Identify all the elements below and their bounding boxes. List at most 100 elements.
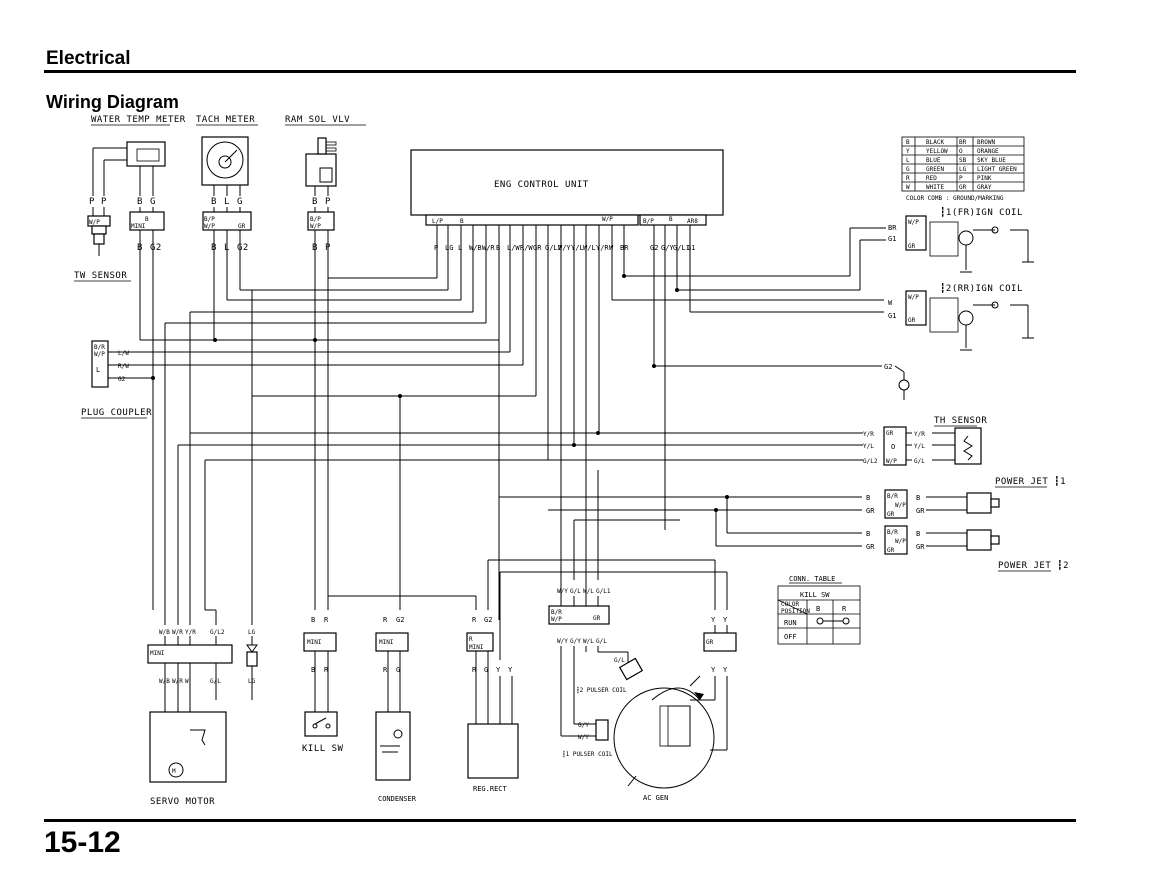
water-temp-meter-label: WATER TEMP METER — [91, 115, 186, 125]
wire-label: B — [137, 197, 143, 207]
ecu-pin: B — [496, 244, 500, 252]
wire-label: G1 — [888, 235, 896, 243]
tach-meter — [201, 136, 249, 196]
wire-label: W/Y — [557, 638, 568, 645]
ecu-pin: W/L — [583, 244, 596, 252]
color-name: LIGHT GREEN — [977, 166, 1017, 173]
ecu-pin: W/Y — [558, 244, 571, 252]
ignition-coil-1: BR G1 W/P GR — [888, 215, 1034, 273]
motor-mark: M — [172, 768, 176, 775]
wire-label: G2 — [884, 363, 892, 371]
conn-table-hdr: COLOR — [781, 601, 799, 608]
wire-label: BR — [888, 224, 897, 232]
wire-label: G — [237, 197, 243, 207]
connector-mark: B/P — [310, 216, 321, 223]
ram-sol-valve — [305, 137, 337, 196]
wire-label: G/L — [614, 657, 625, 664]
color-name: BROWN — [977, 139, 995, 146]
conn-table-hdr: POSITION — [781, 608, 810, 615]
connector-mark: W/P — [895, 538, 906, 545]
wire-label: G/Y — [570, 638, 581, 645]
connector-mark: W/P — [89, 219, 100, 226]
ecu-pin: W/B — [469, 244, 482, 252]
color-name: YELLOW — [926, 148, 948, 155]
wire-label: LG — [248, 629, 256, 636]
pulser-2-label: ┇2 PULSER COIL — [576, 686, 627, 694]
color-code: P — [959, 175, 963, 182]
section-header: Electrical — [46, 48, 131, 69]
ecu-pin: LG — [445, 244, 453, 252]
color-name: GRAY — [977, 184, 992, 191]
sensor-mark: O — [891, 443, 895, 451]
servo-motor-label: SERVO MOTOR — [150, 797, 215, 807]
wire-label: Y/R — [914, 431, 925, 438]
ecu-pin: GR — [533, 244, 542, 252]
ecu-pin: G/L2 — [545, 244, 562, 252]
wire-label: G/L — [570, 588, 581, 595]
color-code: L — [906, 157, 910, 164]
pulser-coil-2: G/L ┇2 PULSER COIL — [576, 657, 644, 694]
ecu-conn-label: B — [460, 218, 464, 225]
wire-label: GR — [866, 543, 875, 551]
color-name: WHITE — [926, 184, 944, 191]
conn-table: CONN. TABLE KILL SW COLOR POSITION B R R… — [777, 575, 861, 645]
wire-label: Y/R — [185, 629, 196, 636]
power-jet-2: B GR B/R W/P GR B GR — [866, 525, 1000, 555]
plug-coupler: B/R W/P L L/W R/W G2 — [91, 340, 129, 388]
wire-label: L — [224, 197, 230, 207]
conn-table-col: R — [842, 605, 847, 613]
ecu-pin: G1 — [687, 244, 695, 252]
connector-mark: W/P — [886, 458, 897, 465]
wire-label: G2 — [237, 243, 249, 253]
wire-label: G/L2 — [863, 458, 878, 465]
tach-connector: B/P W/P GR — [202, 207, 252, 231]
wire-label: W/Y — [557, 588, 568, 595]
connector-mark: B — [145, 216, 149, 223]
wire-label: Y — [723, 616, 728, 624]
connector-mark: W/P — [94, 351, 105, 358]
ecu-pin: R/W — [520, 244, 533, 252]
wire-label: W/L — [583, 588, 594, 595]
wire-label: P — [325, 197, 331, 207]
coupler-mark: L — [96, 366, 100, 374]
harness-lines — [116, 225, 886, 660]
wire-label: G/L — [596, 638, 607, 645]
regulator-rectifier: R G2 R MINI R G Y Y — [466, 616, 519, 779]
color-name: RED — [926, 175, 937, 182]
wire-label: B — [916, 530, 920, 538]
pulser-coil-1: G/Y W/Y ┇1 PULSER COIL — [561, 719, 613, 758]
connector-mark: GR — [887, 547, 895, 554]
wire-label: W — [888, 299, 893, 307]
ecu-pin: G/Y — [661, 244, 674, 252]
wire-label: W/Y — [578, 734, 589, 741]
wire-label: R/W — [118, 363, 129, 370]
connector-mark: B/R — [887, 529, 898, 536]
wire-label: G2 — [150, 243, 162, 253]
connector-mark: GR — [908, 243, 916, 250]
wire-label: R — [324, 666, 329, 674]
wire-label: G/L2 — [210, 629, 225, 636]
connector-mark: W/P — [204, 223, 215, 230]
pulser-1-label: ┇1 PULSER COIL — [562, 750, 613, 758]
wire-label: B — [916, 494, 920, 502]
connector-mark: MINI — [307, 639, 322, 646]
ign-coil-1-label: ┇1(FR)IGN COIL — [940, 207, 1023, 218]
wire-label: R — [383, 666, 388, 674]
color-code: O — [959, 148, 963, 155]
connector-mark: W/P — [908, 294, 919, 301]
plug-coupler-label: PLUG COUPLER — [81, 408, 152, 418]
wire-label: G/L — [914, 458, 925, 465]
wire-label: G — [396, 666, 400, 674]
wire-label: G/L1 — [596, 588, 611, 595]
ecu-conn-label: B — [669, 216, 673, 223]
wire-label: GR — [916, 543, 925, 551]
water-meter-connector: MINI B — [129, 207, 165, 231]
wire-label: P — [101, 197, 107, 207]
conn-table-title: CONN. TABLE — [789, 575, 835, 583]
ecu-pin: G/L1 — [673, 244, 690, 252]
ecu-label: ENG CONTROL UNIT — [494, 180, 589, 190]
color-name: ORANGE — [977, 148, 999, 155]
connector-mark: GR — [887, 511, 895, 518]
wire-label: B — [866, 530, 870, 538]
